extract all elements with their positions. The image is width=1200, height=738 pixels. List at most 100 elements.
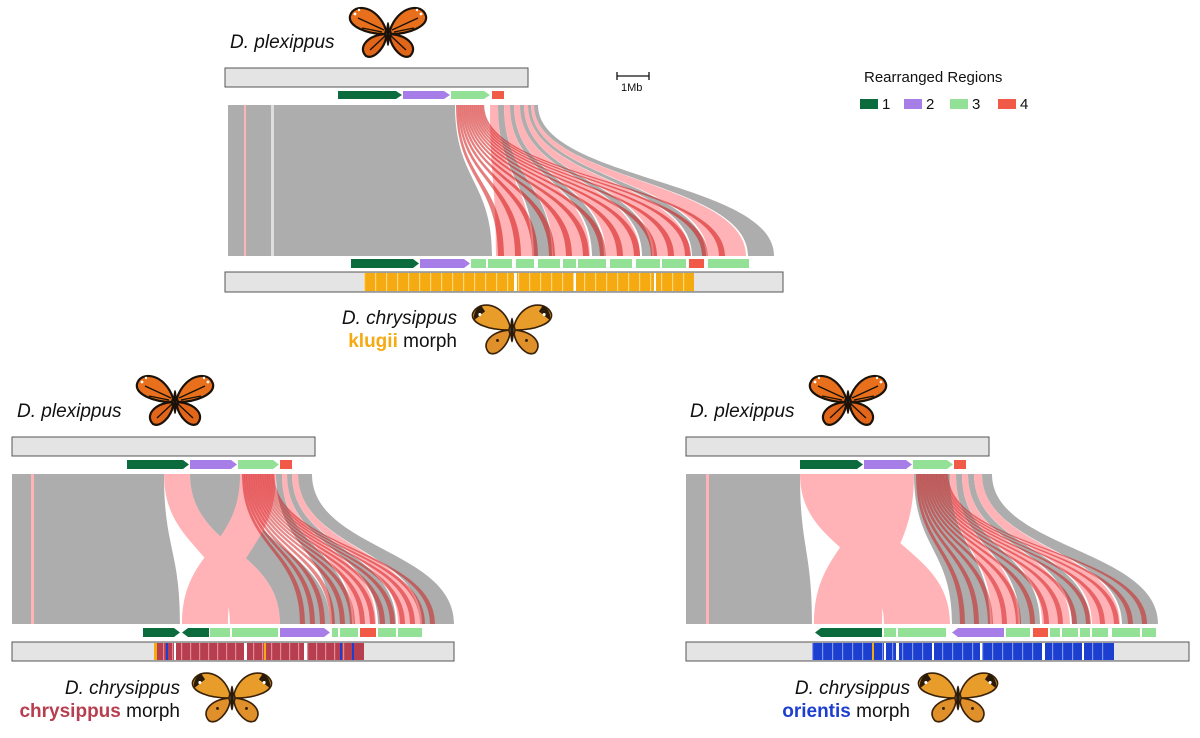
synteny-ribbon-thin: [31, 474, 34, 624]
synteny-ribbon-red: [244, 474, 315, 624]
synteny-ribbon-red: [460, 105, 538, 256]
genotype-chrysippus-stripe: [166, 643, 168, 660]
region-4-arrow: [492, 91, 504, 99]
region-2-arrow: [952, 628, 1004, 637]
region-3-arrow: [662, 259, 686, 268]
genotype-orientis-stripe: [1102, 643, 1104, 660]
region-3-arrow: [238, 460, 279, 469]
synteny-ribbon-red: [260, 474, 385, 624]
genotype-orientis-stripe: [962, 643, 964, 660]
synteny-ribbon-fan: [528, 105, 706, 256]
synteny-ribbon-red: [482, 105, 725, 256]
region-1-arrow: [127, 460, 189, 469]
genotype-orientis-stripe: [1012, 643, 1014, 660]
synteny-ribbon-thin: [244, 105, 246, 256]
synteny-ribbon-red: [945, 474, 1147, 624]
synteny-ribbon-red: [258, 474, 375, 624]
region-4-arrow: [360, 628, 376, 637]
genotype-track: [364, 273, 694, 291]
morph-word: morph: [856, 701, 910, 722]
synteny-ribbon-gray: [686, 474, 812, 624]
genotype-klugii-stripe: [397, 273, 399, 291]
genotype-orientis-stripe: [1072, 643, 1074, 660]
morph-word: morph: [126, 701, 180, 722]
plexippus-chromosome: [685, 436, 990, 457]
genotype-chrysippus-stripe: [262, 643, 264, 660]
synteny-ribbon-red: [480, 105, 708, 256]
legend-label-4: 4: [1020, 96, 1028, 113]
plexippus-chromosome: [224, 67, 529, 88]
genotype-track: [812, 643, 1114, 660]
panel-orientis-morph: orientis morph: [782, 701, 910, 722]
synteny-ribbon-red: [934, 474, 1077, 624]
synteny-ribbon-red: [464, 105, 572, 256]
region-3-arrow: [451, 91, 490, 99]
synteny-ribbon-red: [466, 105, 589, 256]
panel-klugii-bottom-species: D. chrysippus: [342, 308, 458, 329]
top-region-arrows: [127, 460, 292, 469]
scale-bar-label: 1Mb: [621, 82, 642, 94]
genotype-chrysippus-stripe: [154, 643, 157, 660]
genotype-chrysippus-stripe: [316, 643, 318, 660]
synteny-ribbon-thin: [706, 474, 709, 624]
genotype-klugii-stripe: [628, 273, 630, 291]
legend-swatch-1: [860, 99, 878, 109]
region-3-arrow: [378, 628, 396, 637]
region-1-arrow: [351, 259, 419, 268]
genotype-chrysippus-stripe: [199, 643, 201, 660]
synteny-ribbon-red: [925, 474, 1021, 624]
genotype-orientis-stripe: [882, 643, 884, 660]
synteny-ribbon-red: [456, 105, 504, 256]
legend-label-1: 1: [882, 96, 890, 113]
synteny-ribbon-red: [478, 105, 691, 256]
region-2-arrow: [864, 460, 912, 469]
synteny-ribbon-red: [246, 474, 325, 624]
genotype-orientis-stripe: [902, 643, 904, 660]
genotype-chrysippus-stripe: [307, 643, 309, 660]
region-3-arrow: [1006, 628, 1030, 637]
synteny-ribbons: [686, 474, 1158, 624]
synteny-ribbons: [12, 474, 454, 624]
region-3-arrow: [471, 259, 486, 268]
genotype-chrysippus-stripe: [244, 643, 247, 660]
genotype-klugii-stripe: [518, 273, 520, 291]
synteny-ribbon-red: [248, 474, 335, 624]
genotype-chrysippus-stripe: [172, 643, 174, 660]
region-3-arrow: [538, 259, 560, 268]
region-3-arrow: [488, 259, 512, 268]
region-3-arrow: [516, 259, 534, 268]
region-2-arrow: [420, 259, 470, 268]
genotype-orientis-stripe: [1022, 643, 1024, 660]
region-4-arrow: [689, 259, 704, 268]
genotype-chrysippus-stripe: [190, 643, 192, 660]
synteny-ribbon-red: [939, 474, 1105, 624]
queen-butterfly-icon: [191, 672, 273, 723]
synteny-ribbon-fan: [982, 474, 1158, 624]
synteny-ribbon-red: [932, 474, 1063, 624]
top-region-arrows: [338, 91, 504, 99]
genotype-klugii-stripe: [661, 273, 663, 291]
bottom-region-arrows: [351, 259, 749, 268]
genotype-chrysippus-stripe: [226, 643, 228, 660]
genotype-orientis-stripe: [1002, 643, 1004, 660]
morph-name: chrysippus: [19, 701, 120, 722]
synteny-ribbon-gray: [228, 105, 492, 256]
genotype-klugii-stripe: [485, 273, 487, 291]
genotype-klugii-stripe: [617, 273, 619, 291]
synteny-ribbon-red: [472, 105, 640, 256]
genotype-klugii-stripe: [639, 273, 641, 291]
synteny-ribbon-fan: [962, 474, 1070, 624]
top-region-arrows: [800, 460, 966, 469]
synteny-ribbon-fan: [520, 105, 652, 256]
genotype-klugii-stripe: [540, 273, 542, 291]
synteny-ribbon-red: [927, 474, 1035, 624]
region-3-arrow: [340, 628, 358, 637]
genotype-orientis-stripe: [892, 643, 894, 660]
synteny-ribbon-red: [253, 474, 355, 624]
genotype-klugii-stripe: [606, 273, 608, 291]
region-1-arrow: [143, 628, 180, 637]
genotype-chrysippus-stripe: [325, 643, 327, 660]
queen-butterfly-icon: [471, 304, 553, 355]
genotype-klugii-stripe: [595, 273, 597, 291]
scale-bar: 1Mb: [616, 72, 650, 94]
